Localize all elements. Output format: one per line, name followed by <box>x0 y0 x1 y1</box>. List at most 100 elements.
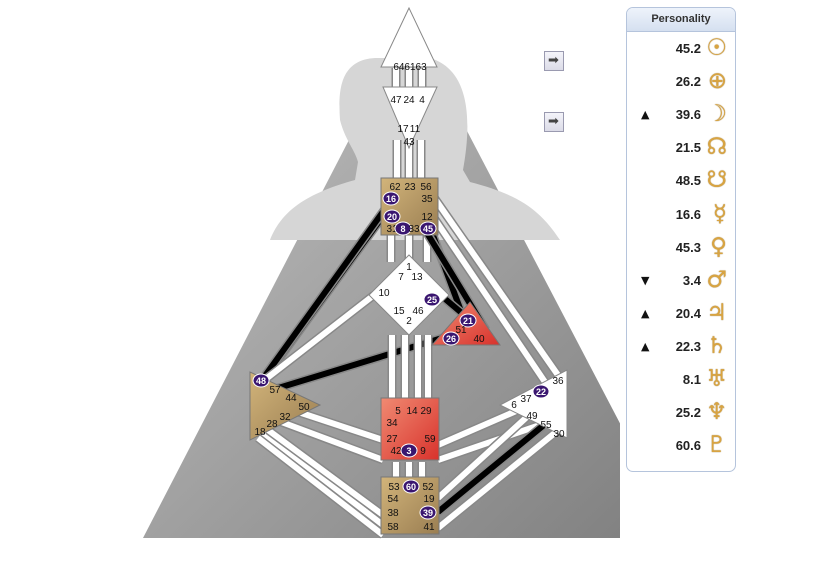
gate-label: 39 <box>423 508 433 518</box>
gate-label: 13 <box>411 272 423 283</box>
earth-icon: ⊕ <box>707 68 727 95</box>
gate-label: 29 <box>420 406 432 417</box>
gate-label: 19 <box>423 494 435 505</box>
gate-label: 14 <box>406 406 418 417</box>
gate-activation-badge <box>423 292 441 307</box>
gate-label: 11 <box>410 124 421 135</box>
gate-label: 17 <box>397 124 409 135</box>
gate-label: 5 <box>395 406 401 417</box>
gate-label: 2 <box>406 316 412 327</box>
gate-label: 20 <box>387 212 397 222</box>
gate-label: 30 <box>553 429 565 440</box>
gate-label: 41 <box>423 522 435 533</box>
gate-label: 56 <box>420 182 432 193</box>
arrow-right-button-1[interactable]: ➡ <box>544 51 564 71</box>
personality-row: 26.2 ⊕ <box>627 67 735 97</box>
gate-label: 58 <box>387 522 399 533</box>
gate-activation-badge <box>419 221 437 236</box>
gate-activation-badge <box>442 331 460 346</box>
planet-marker: ▼ <box>641 273 650 287</box>
planet-gate-value: 45.3 <box>675 239 701 255</box>
gate-label: 46 <box>412 306 424 317</box>
gate-label: 44 <box>285 393 297 404</box>
arrow-right-button-2[interactable]: ➡ <box>544 112 564 132</box>
head-center <box>380 6 438 68</box>
gate-label: 28 <box>266 419 278 430</box>
head-center-gates: 646163 <box>393 62 427 73</box>
planet-gate-value: 21.5 <box>675 140 701 156</box>
spleen-center <box>249 371 322 441</box>
jupiter-icon: ♃ <box>706 299 727 326</box>
gate-label: 10 <box>378 288 390 299</box>
planet-gate-value: 45.2 <box>675 41 701 56</box>
personality-row: 8.1 ♅ <box>627 365 735 395</box>
gate-label: 1 <box>406 262 412 273</box>
gate-label: 27 <box>386 434 398 445</box>
personality-row: 45.3♀ <box>627 233 735 263</box>
gate-label: 40 <box>473 334 485 345</box>
south-node-icon: ☋ <box>706 167 727 194</box>
personality-row: 60.6♇ <box>627 431 735 461</box>
gate-activation-badge <box>383 209 401 224</box>
planet-gate-value: 48.5 <box>675 173 701 189</box>
gate-label: 3 <box>406 446 411 456</box>
gate-label: 22 <box>536 387 546 397</box>
planet-gate-value: 3.4 <box>682 272 701 288</box>
gate-label: 26 <box>446 334 456 344</box>
planet-gate-value: 8.1 <box>682 372 701 387</box>
mercury-icon: ☿ <box>712 200 727 227</box>
personality-row: 21.5 ☊ <box>627 133 735 163</box>
personality-row: 48.5 ☋ <box>627 166 735 196</box>
planet-marker: ▲ <box>641 339 650 353</box>
moon-icon: ☽ <box>706 101 727 128</box>
gate-label: 9 <box>420 446 426 457</box>
gate-label: 4 <box>419 95 425 106</box>
gate-activation-badge <box>400 443 418 458</box>
personality-row: ▲39.6☽ <box>627 100 735 130</box>
solar-plexus-center <box>498 369 568 439</box>
gate-label: 23 <box>404 182 416 193</box>
gate-label: 42 <box>390 446 402 457</box>
gate-label: 52 <box>422 482 434 493</box>
planet-marker: ▲ <box>641 108 650 122</box>
planet-gate-value: 16.6 <box>675 206 701 222</box>
planet-gate-value: 25.2 <box>675 405 701 421</box>
gate-activation-badge <box>402 479 420 494</box>
gate-label: 47 <box>390 95 402 106</box>
saturn-icon: ♄ <box>706 332 727 359</box>
gate-label: 7 <box>398 272 404 283</box>
gate-label: 31 <box>386 224 398 235</box>
arrow-right-icon: ➡ <box>548 114 559 129</box>
uranus-icon: ♅ <box>706 366 727 392</box>
personality-row: 45.2☉ <box>627 34 735 64</box>
personality-row: ▼ 3.4 ♂ <box>627 266 735 296</box>
gate-label: 8 <box>400 224 405 234</box>
gate-label: 50 <box>298 402 310 413</box>
gate-label: 18 <box>254 427 266 438</box>
gate-label: 35 <box>421 194 433 205</box>
north-node-icon: ☊ <box>706 134 727 161</box>
personality-row: ▲20.4♃ <box>627 299 735 329</box>
mars-icon: ♂ <box>706 266 727 293</box>
neptune-icon: ♆ <box>706 399 727 426</box>
planet-gate-value: 26.2 <box>675 74 701 90</box>
arrow-right-icon: ➡ <box>548 53 559 68</box>
channel <box>429 213 548 384</box>
gate-label: 45 <box>423 224 433 234</box>
planet-gate-value: 60.6 <box>675 438 701 454</box>
channel <box>436 429 558 531</box>
gate-activation-badge <box>419 505 437 520</box>
gate-label: 37 <box>520 394 532 405</box>
gate-label: 21 <box>463 316 473 326</box>
gate-label: 38 <box>387 508 399 519</box>
gate-label: 15 <box>393 306 405 317</box>
gate-label: 53 <box>388 482 400 493</box>
channel <box>260 429 385 528</box>
gate-label: 16 <box>386 194 396 204</box>
gate-label: 54 <box>387 494 399 505</box>
g-center <box>368 254 450 336</box>
gate-label: 60 <box>406 482 416 492</box>
gate-activation-badge <box>394 221 412 236</box>
